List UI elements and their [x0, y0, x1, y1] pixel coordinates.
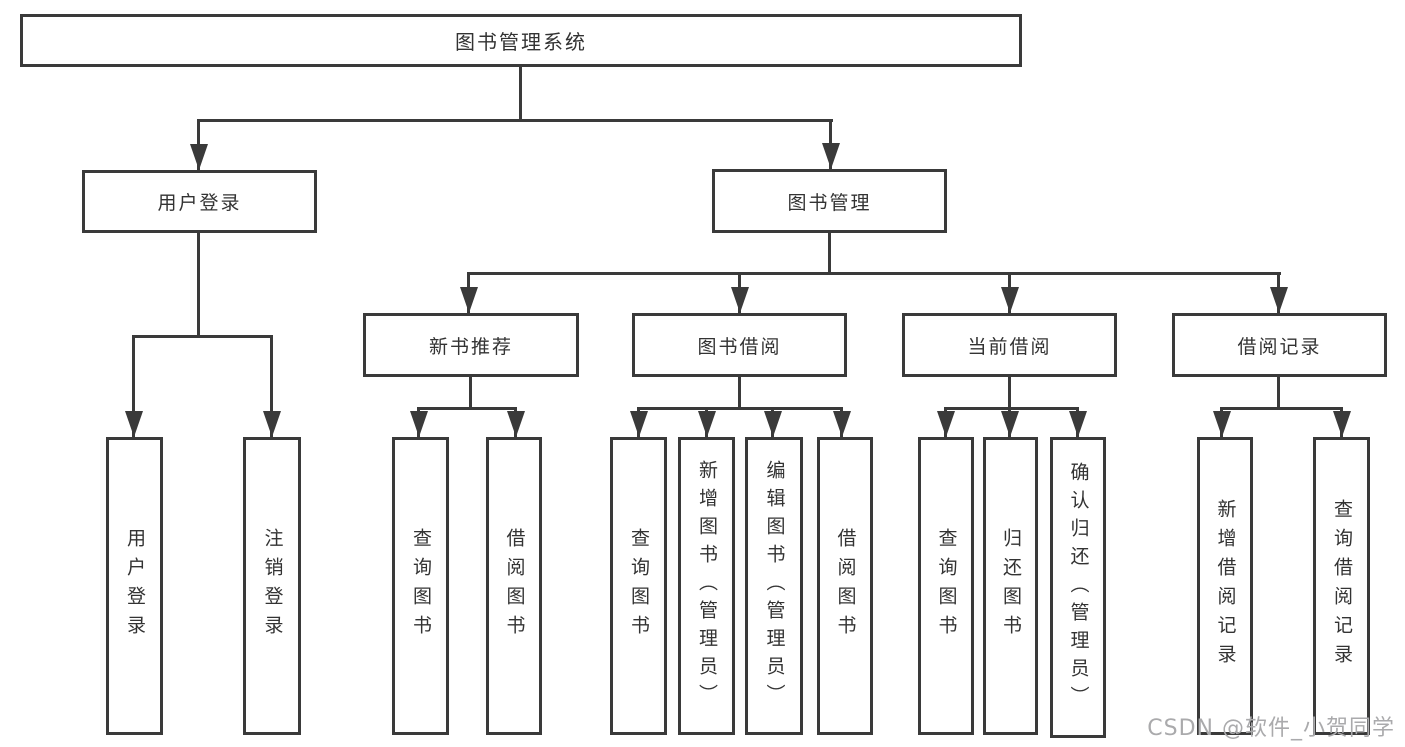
node-user-login-label: 用户登录 — [157, 192, 242, 214]
leaf-nb-borrow-books: 借阅图书 — [486, 437, 542, 735]
leaf-bb-add-books-admin-label: 新增图书（管理员） — [696, 460, 718, 712]
leaf-cb-return-books-label: 归还图书 — [1000, 528, 1022, 644]
arrowhead-borrow-record — [1270, 287, 1288, 313]
leaf-logout: 注销登录 — [243, 437, 301, 735]
node-new-book: 新书推荐 — [363, 313, 579, 377]
node-new-book-label: 新书推荐 — [428, 335, 513, 358]
connector-new-book-feed — [469, 377, 472, 407]
arrowhead-cb-confirm — [1069, 411, 1087, 437]
arrowhead-cb-query — [937, 411, 955, 437]
arrowhead-current-borrow — [1001, 287, 1019, 313]
connector-book-borrow-rail — [637, 407, 843, 410]
leaf-nb-query-books: 查询图书 — [392, 437, 449, 735]
leaf-cb-return-books: 归还图书 — [983, 437, 1038, 735]
arrowhead-bb-add — [698, 411, 716, 437]
leaf-bb-borrow-books-label: 借阅图书 — [834, 528, 857, 644]
leaf-br-add-record-label: 新增借阅记录 — [1214, 499, 1237, 673]
node-book-borrow: 图书借阅 — [632, 313, 847, 377]
arrowhead-bb-query — [630, 411, 648, 437]
connector-user-login-rail — [132, 335, 273, 338]
leaf-cb-query-books: 查询图书 — [918, 437, 974, 735]
arrowhead-bb-edit — [764, 411, 782, 437]
leaf-nb-query-books-label: 查询图书 — [410, 528, 432, 644]
connector-borrow-record-rail — [1221, 407, 1343, 410]
arrowhead-user-login — [190, 144, 208, 170]
connector-level2-rail — [197, 119, 833, 122]
node-root-label: 图书管理系统 — [455, 30, 587, 54]
connector-current-borrow-feed — [1008, 377, 1011, 407]
leaf-bb-edit-books-admin-label: 编辑图书（管理员） — [763, 460, 786, 712]
arrowhead-cb-return — [1001, 411, 1019, 437]
node-book-mgmt: 图书管理 — [712, 169, 947, 233]
connector-borrow-record-feed — [1277, 377, 1280, 407]
node-current-borrow-label: 当前借阅 — [967, 335, 1052, 358]
connector-stem-logout — [270, 335, 273, 437]
connector-current-borrow-rail — [945, 407, 1079, 410]
arrowhead-book-mgmt — [822, 143, 840, 169]
leaf-bb-query-books: 查询图书 — [610, 437, 667, 735]
csdn-watermark: CSDN @软件_小贺同学 — [1147, 716, 1395, 741]
connector-new-book-rail — [417, 407, 517, 410]
leaf-cb-query-books-label: 查询图书 — [935, 528, 958, 644]
arrowhead-br-add — [1213, 411, 1231, 437]
arrowhead-book-borrow — [731, 287, 749, 313]
node-root: 图书管理系统 — [20, 14, 1022, 67]
arrowhead-nb-query — [410, 411, 428, 437]
arrowhead-br-query — [1333, 411, 1351, 437]
leaf-bb-query-books-label: 查询图书 — [628, 528, 650, 644]
arrowhead-nb-borrow — [507, 411, 525, 437]
leaf-nb-borrow-books-label: 借阅图书 — [503, 528, 526, 644]
node-book-borrow-label: 图书借阅 — [697, 335, 782, 358]
connector-stem-login — [132, 335, 135, 437]
leaf-bb-edit-books-admin: 编辑图书（管理员） — [745, 437, 803, 735]
node-book-mgmt-label: 图书管理 — [787, 191, 872, 214]
leaf-bb-add-books-admin: 新增图书（管理员） — [678, 437, 735, 735]
leaf-cb-confirm-return-admin-label: 确认归还（管理员） — [1067, 461, 1090, 714]
arrowhead-login — [125, 411, 143, 437]
connector-book-mgmt-feed — [828, 233, 831, 272]
leaf-user-login-label: 用户登录 — [124, 528, 146, 644]
leaf-logout-label: 注销登录 — [261, 528, 284, 644]
connector-user-login-feed — [197, 233, 200, 335]
leaf-bb-borrow-books: 借阅图书 — [817, 437, 873, 735]
node-user-login: 用户登录 — [82, 170, 317, 233]
node-borrow-record-label: 借阅记录 — [1237, 335, 1322, 358]
arrowhead-new-book — [460, 287, 478, 313]
leaf-br-query-record-label: 查询借阅记录 — [1331, 499, 1353, 673]
connector-root-feed — [519, 67, 522, 119]
arrowhead-bb-borrow — [833, 411, 851, 437]
leaf-br-query-record: 查询借阅记录 — [1313, 437, 1370, 735]
node-current-borrow: 当前借阅 — [902, 313, 1117, 377]
node-borrow-record: 借阅记录 — [1172, 313, 1387, 377]
connector-book-borrow-feed — [738, 377, 741, 407]
leaf-cb-confirm-return-admin: 确认归还（管理员） — [1050, 437, 1106, 738]
leaf-user-login: 用户登录 — [106, 437, 163, 735]
arrowhead-logout — [263, 411, 281, 437]
leaf-br-add-record: 新增借阅记录 — [1197, 437, 1253, 735]
connector-level3-rail — [467, 272, 1281, 275]
